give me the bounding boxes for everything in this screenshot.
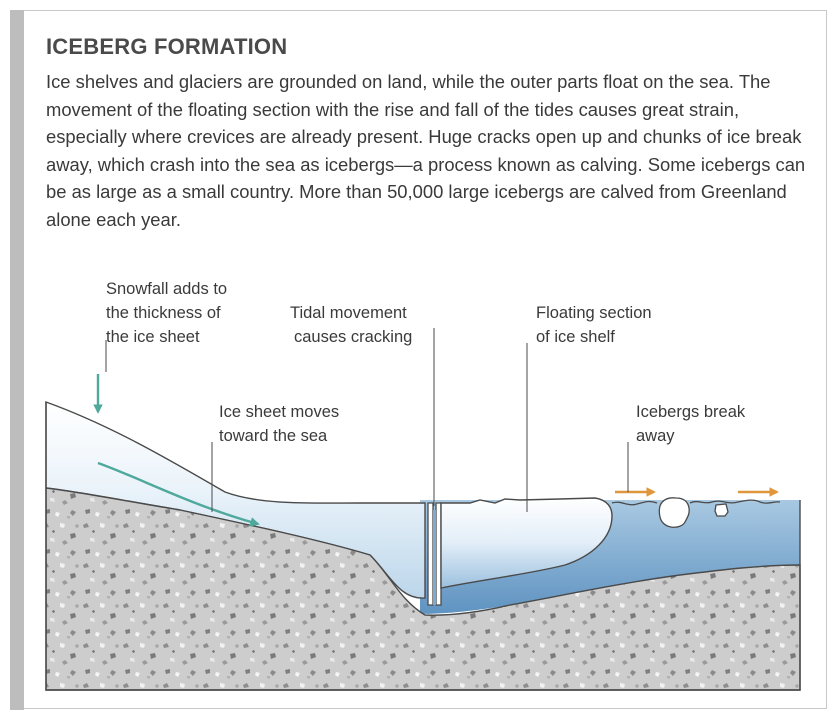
floating-section-line-2: of ice shelf bbox=[536, 328, 615, 346]
panel-side-bar bbox=[10, 10, 24, 710]
ice-sheet-moves-line-2: toward the sea bbox=[219, 427, 328, 445]
page-title: ICEBERG FORMATION bbox=[46, 34, 288, 59]
floating-section-line-1: Floating section bbox=[536, 304, 652, 322]
icebergs-break-line-2: away bbox=[636, 427, 675, 445]
description-text: Ice shelves and glaciers are grounded on… bbox=[46, 71, 806, 230]
crack-shading bbox=[433, 510, 436, 605]
iceberg-large bbox=[658, 497, 690, 528]
snowfall-label-line-1: Snowfall adds to bbox=[106, 280, 227, 298]
rock-bedrock bbox=[45, 487, 801, 691]
tidal-movement-label: Tidal movement causes cracking bbox=[290, 304, 412, 346]
tidal-movement-line-2: causes cracking bbox=[294, 328, 412, 346]
snowfall-label-line-3: the ice sheet bbox=[106, 328, 200, 346]
ice-sheet-moves-label: Ice sheet moves toward the sea bbox=[219, 403, 344, 445]
panel-border bbox=[24, 10, 827, 709]
ice-flow-arrow bbox=[97, 461, 260, 527]
icebergs-break-label: Icebergs break away bbox=[636, 403, 750, 445]
diagram-frame bbox=[45, 402, 801, 691]
snowfall-label-line-2: the thickness of bbox=[106, 304, 221, 322]
icebergs-break-line-1: Icebergs break bbox=[636, 403, 746, 421]
iceberg-small bbox=[714, 503, 729, 517]
tidal-movement-line-1: Tidal movement bbox=[290, 304, 407, 322]
floating-ice-shelf bbox=[440, 497, 613, 589]
ice-sheet-moves-line-1: Ice sheet moves bbox=[219, 403, 339, 421]
floating-section-label: Floating section of ice shelf bbox=[536, 304, 656, 346]
sea-surface-waves bbox=[611, 499, 781, 506]
snowfall-label: Snowfall adds to the thickness of the ic… bbox=[106, 280, 232, 346]
